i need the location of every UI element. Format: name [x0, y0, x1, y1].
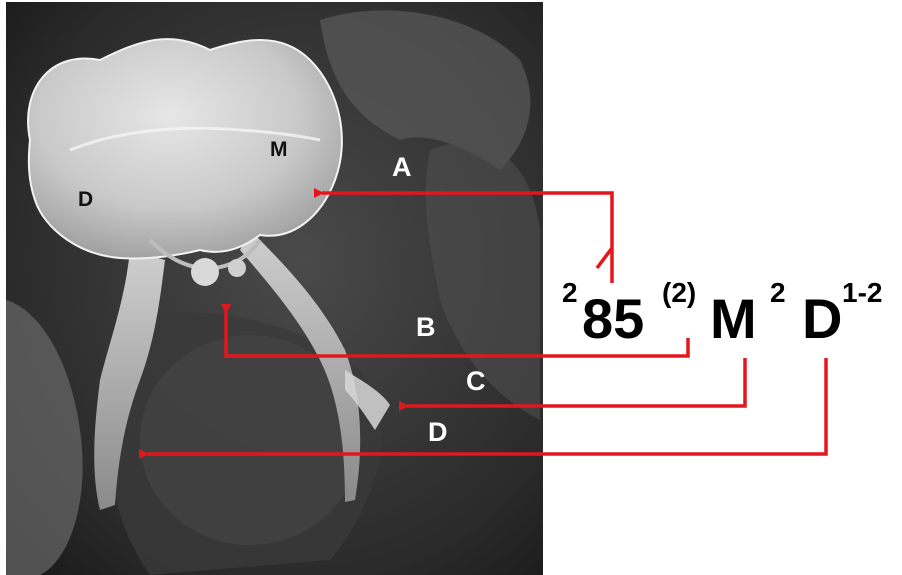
formula-mesial-presuperscript: (2): [662, 277, 696, 308]
pulp-stone-small: [228, 259, 246, 277]
distal-surface-label: D: [78, 188, 93, 211]
formula-distal-letter: D: [802, 287, 842, 350]
pulp-stone: [191, 258, 219, 286]
callout-label-d: D: [428, 417, 448, 447]
formula-mesial-letter: M: [710, 287, 757, 350]
xray-image: D M: [6, 2, 543, 575]
callout-label-c: C: [466, 366, 486, 396]
mesial-surface-label: M: [270, 138, 288, 161]
tooth-formula: 2 85 (2) M 2 D 1-2: [562, 277, 882, 350]
formula-distal-superscript: 1-2: [842, 277, 882, 308]
callout-label-b: B: [416, 312, 436, 342]
formula-mesial-superscript: 2: [770, 277, 786, 308]
formula-tooth-number: 85: [582, 287, 644, 350]
arrow-a-tick: [597, 248, 612, 268]
formula-tooth-superscript: 2: [562, 277, 578, 308]
callout-label-a: A: [392, 152, 412, 182]
